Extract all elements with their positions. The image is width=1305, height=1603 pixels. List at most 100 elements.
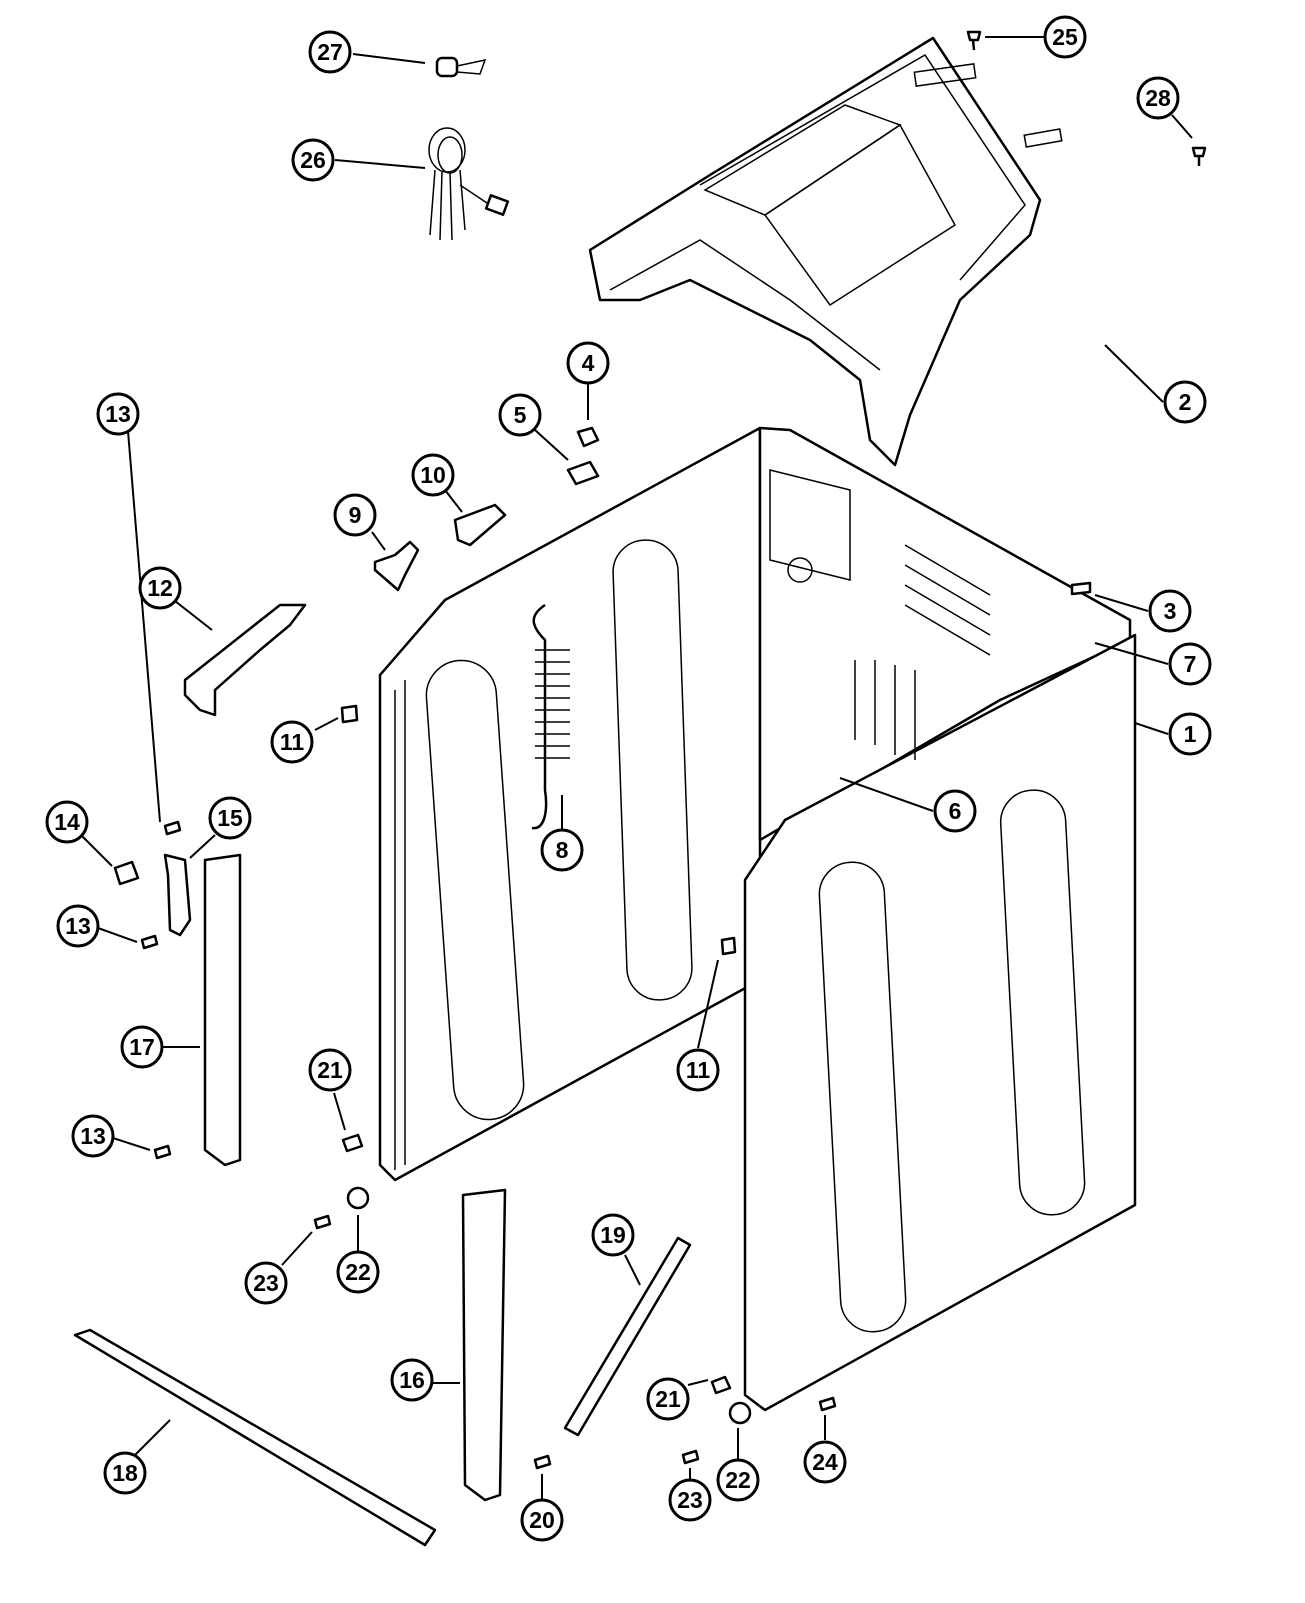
callout-7: 7 <box>1168 642 1212 686</box>
bracket-15-part <box>163 853 192 937</box>
callout-14: 14 <box>45 800 89 844</box>
callout-16-label: 16 <box>399 1367 425 1393</box>
callout-8: 8 <box>540 828 584 872</box>
leader-lines <box>81 36 1193 1500</box>
callout-17: 17 <box>120 1025 164 1069</box>
callout-23-right-label: 23 <box>677 1487 703 1513</box>
screw-13a-part <box>163 820 182 836</box>
callout-8-label: 8 <box>556 837 569 863</box>
callout-18-label: 18 <box>112 1460 138 1486</box>
callout-24: 24 <box>803 1440 847 1484</box>
brace-19-part <box>563 1236 692 1437</box>
power-cord-part <box>428 127 510 241</box>
callout-4: 4 <box>566 341 610 385</box>
screw-25-part <box>966 30 982 51</box>
screw-13b-part <box>140 934 159 950</box>
callout-2-label: 2 <box>1179 389 1192 415</box>
callout-12-label: 12 <box>147 575 173 601</box>
callout-14-label: 14 <box>54 809 80 835</box>
callout-11-upper-label: 11 <box>280 729 305 755</box>
callout-26: 26 <box>291 138 335 182</box>
callout-5-label: 5 <box>514 402 527 428</box>
callout-11-upper: 11 <box>270 720 314 764</box>
callout-17-label: 17 <box>129 1034 155 1060</box>
callout-11-lower: 11 <box>676 1048 720 1092</box>
callout-20: 20 <box>520 1498 564 1542</box>
callout-5: 5 <box>498 393 542 437</box>
callout-10: 10 <box>411 453 455 497</box>
callout-21-right: 21 <box>646 1377 690 1421</box>
callout-25-label: 25 <box>1052 24 1078 50</box>
callout-9-label: 9 <box>349 502 362 528</box>
callout-13-bottom-label: 13 <box>80 1123 106 1149</box>
clip-14-part <box>113 860 140 886</box>
callout-6: 6 <box>933 789 977 833</box>
callout-22-right: 22 <box>716 1458 760 1502</box>
callout-22-left-label: 22 <box>345 1259 371 1285</box>
spring-clip-5-part <box>566 460 600 486</box>
callout-13-top-label: 13 <box>105 401 131 427</box>
screw-20-part <box>533 1454 552 1470</box>
callout-26-label: 26 <box>300 147 326 173</box>
callout-16: 16 <box>390 1358 434 1402</box>
strain-relief-part <box>435 56 487 78</box>
bracket-12-part <box>183 603 307 717</box>
callout-21-left-label: 21 <box>317 1057 343 1083</box>
callout-22-right-label: 22 <box>725 1467 751 1493</box>
callout-10-label: 10 <box>420 462 446 488</box>
callout-11-lower-label: 11 <box>686 1057 711 1083</box>
foot-22b-part <box>728 1401 752 1425</box>
callout-12: 12 <box>138 566 182 610</box>
callout-6-label: 6 <box>949 798 962 824</box>
callout-24-label: 24 <box>812 1449 838 1475</box>
callout-1: 1 <box>1168 712 1212 756</box>
callout-23-left: 23 <box>244 1261 288 1305</box>
callout-18: 18 <box>103 1451 147 1495</box>
cabinet-part <box>378 426 1137 1412</box>
callout-21-left: 21 <box>308 1048 352 1092</box>
clip-11a-part <box>340 704 359 724</box>
rail-16-part <box>461 1188 507 1502</box>
callout-19-label: 19 <box>600 1222 626 1248</box>
callout-15: 15 <box>208 796 252 840</box>
callout-2: 2 <box>1163 380 1207 424</box>
screw-28-part <box>1191 146 1207 166</box>
foot-22a-part <box>346 1186 370 1210</box>
callout-21-right-label: 21 <box>655 1386 681 1412</box>
spring-coil-8 <box>535 649 570 759</box>
clip-3-part <box>1070 581 1092 596</box>
callout-19: 19 <box>591 1213 635 1257</box>
callout-22-left: 22 <box>336 1250 380 1294</box>
rail-17-part <box>203 853 242 1167</box>
callout-3-label: 3 <box>1164 598 1177 624</box>
callout-13-middle-label: 13 <box>65 913 91 939</box>
screw-24-part <box>818 1396 837 1412</box>
switch-10-part <box>453 503 507 547</box>
callout-9: 9 <box>333 493 377 537</box>
callout-13-top: 13 <box>96 392 140 436</box>
clip-11b-part <box>720 936 737 956</box>
callout-28-label: 28 <box>1145 85 1171 111</box>
screw-23a-part <box>313 1214 332 1230</box>
callout-4-label: 4 <box>582 350 595 376</box>
callout-28: 28 <box>1136 76 1180 120</box>
top-cover-part <box>588 36 1063 467</box>
callout-13-middle: 13 <box>56 904 100 948</box>
callout-1-label: 1 <box>1184 721 1197 747</box>
callout-3: 3 <box>1148 589 1192 633</box>
callout-23-right: 23 <box>668 1478 712 1522</box>
callout-23-left-label: 23 <box>253 1270 279 1296</box>
callout-13-bottom: 13 <box>71 1114 115 1158</box>
screw-23b-part <box>681 1449 700 1465</box>
hinge-4-part <box>576 426 600 448</box>
pad-21a-part <box>341 1133 364 1153</box>
screw-13c-part <box>153 1144 172 1160</box>
callout-27-label: 27 <box>317 39 343 65</box>
pad-21b-part <box>710 1375 732 1395</box>
callout-15-label: 15 <box>217 805 243 831</box>
callout-7-label: 7 <box>1184 651 1197 677</box>
callout-25: 25 <box>1043 15 1087 59</box>
strip-18-part <box>73 1328 437 1547</box>
hook-9-part <box>373 540 420 592</box>
